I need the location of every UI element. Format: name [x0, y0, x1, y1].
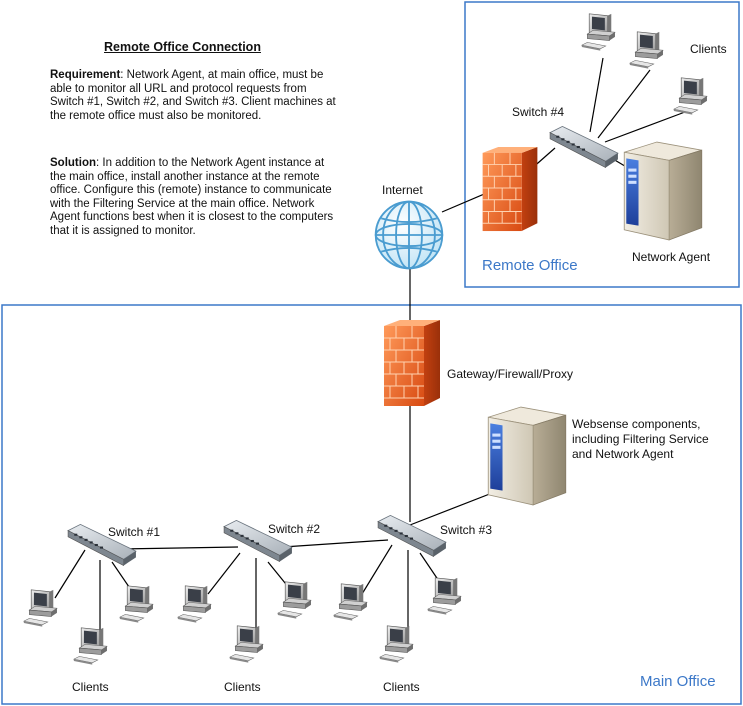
remote-office-box [464, 1, 740, 288]
remote-network-agent-server-icon [623, 141, 703, 241]
main-firewall-icon [383, 319, 441, 407]
network-agent-label: Network Agent [632, 250, 711, 264]
clients1-label: Clients [72, 680, 109, 694]
remote-client-icon [581, 13, 616, 52]
client-icon [333, 583, 368, 622]
requirement-paragraph: Requirement: Network Agent, at main offi… [50, 69, 340, 123]
clients2-label: Clients [224, 680, 261, 694]
solution-text: : In addition to the Network Agent insta… [50, 157, 334, 237]
main-office-label: Main Office [640, 673, 716, 690]
remote-office-label: Remote Office [482, 257, 578, 274]
client-icon [23, 589, 58, 628]
client-icon [177, 585, 212, 624]
remote-firewall-icon [482, 146, 538, 232]
switch2-label: Switch #2 [268, 522, 321, 536]
main-office-box [1, 304, 742, 705]
websense-label: Websense components, including Filtering… [572, 417, 709, 461]
clients3-label: Clients [383, 680, 420, 694]
requirement-label: Requirement [50, 69, 121, 81]
switch3-label: Switch #3 [440, 523, 493, 537]
client-icon [379, 625, 414, 664]
remote-client-icon [629, 31, 664, 70]
websense-server-icon [487, 406, 567, 506]
switch4-icon [549, 126, 619, 168]
internet-globe-icon [374, 200, 444, 270]
switch4-label: Switch #4 [512, 105, 565, 119]
client-icon [277, 581, 312, 620]
solution-label: Solution [50, 157, 96, 169]
remote-client-icon [673, 77, 708, 116]
client-icon [119, 585, 154, 624]
client-icon [427, 577, 462, 616]
client-icon [73, 627, 108, 666]
description-title: Remote Office Connection [104, 40, 261, 54]
solution-paragraph: Solution: In addition to the Network Age… [50, 157, 340, 239]
client-icon [229, 625, 264, 664]
remote-clients-label: Clients [690, 42, 727, 56]
requirement-text: : Network Agent, at main office, must be… [50, 69, 336, 122]
switch1-label: Switch #1 [108, 525, 161, 539]
gateway-label: Gateway/Firewall/Proxy [447, 367, 574, 381]
internet-label: Internet [382, 183, 423, 197]
